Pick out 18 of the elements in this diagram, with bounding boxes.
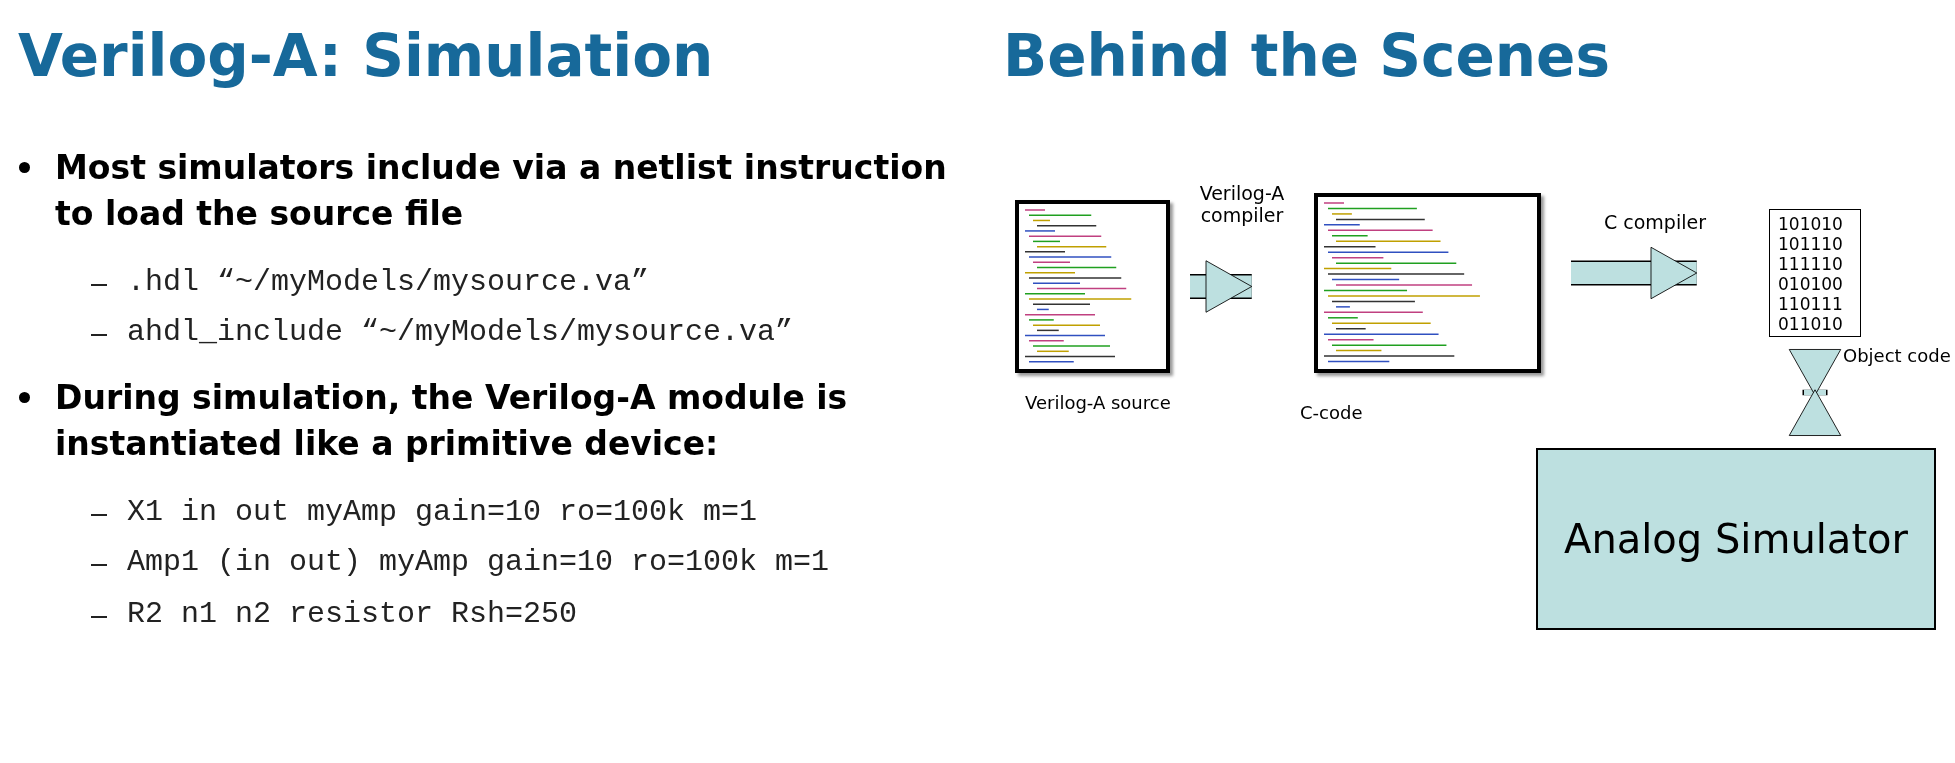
code-line: .hdl “~/myModels/mysource.va”: [127, 265, 650, 299]
slide-title: Verilog-A: Simulation: [18, 22, 714, 90]
code-line: R2 n1 n2 resistor Rsh=250: [127, 597, 578, 631]
simulator-label: Analog Simulator: [1564, 516, 1908, 562]
code-screenshot-drawing: [1015, 200, 1170, 373]
simulator-box: [1536, 448, 1936, 630]
slide-title: Behind the Scenes: [1003, 22, 1610, 90]
node-caption: C-code: [1300, 402, 1363, 423]
code-line: Amp1 (in out) myAmp gain=10 ro=100k m=1: [127, 545, 830, 579]
object-code-box: [1769, 209, 1861, 337]
node-caption: Object code: [1843, 345, 1951, 366]
code-screenshot-drawing: [1314, 193, 1541, 373]
bullet-text: During simulation, the Verilog-A module is instantiated like a primitive device:: [55, 377, 849, 465]
binary-text: 101010 101110 111110 010100 110111 011010: [1778, 214, 1844, 334]
code-line: ahdl_include “~/myModels/mysource.va”: [127, 315, 794, 349]
bullet-text: Most simulators include via a netlist instruction to load the source file: [55, 147, 948, 235]
node-caption: Verilog-A source: [1025, 392, 1171, 413]
code-line: X1 in out myAmp gain=10 ro=100k m=1: [127, 495, 758, 529]
